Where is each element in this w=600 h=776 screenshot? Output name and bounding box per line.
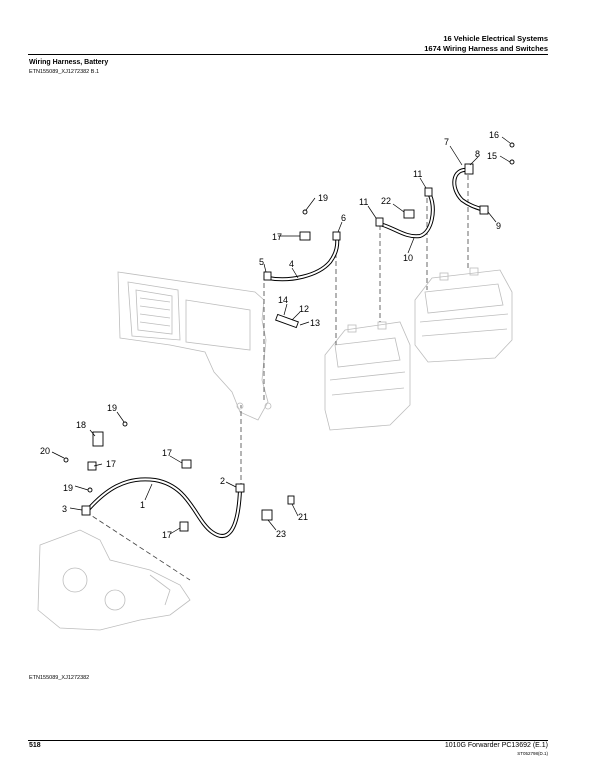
header-rule [28, 54, 548, 55]
callout-19-a: 19 [107, 403, 117, 413]
callout-11-b: 11 [413, 169, 422, 179]
engine-outline [37, 529, 191, 631]
battery-left-outline [324, 321, 411, 431]
callout-9: 9 [496, 221, 501, 231]
header-section: 1674 Wiring Harness and Switches [424, 44, 548, 53]
battery-right-outline [414, 267, 513, 363]
callout-10: 10 [403, 253, 413, 263]
section-title: Wiring Harness, Battery [29, 59, 109, 66]
callout-13: 13 [310, 318, 320, 328]
cable-ground [452, 167, 485, 212]
figure-reference: ETN155089_XJ1272382 [29, 675, 90, 681]
callout-6: 6 [341, 213, 346, 223]
footer-rule [28, 740, 548, 741]
callout-18: 18 [76, 420, 86, 430]
header-chapter: 16 Vehicle Electrical Systems [443, 34, 548, 43]
callout-11-a: 11 [359, 197, 368, 207]
callout-19-b: 19 [318, 193, 328, 203]
chassis-frame-outline [117, 271, 272, 421]
callout-20: 20 [40, 446, 50, 456]
callout-4: 4 [289, 259, 294, 269]
harness-battery-link [379, 194, 435, 239]
callout-12: 12 [299, 304, 309, 314]
callout-21: 21 [298, 512, 308, 522]
callout-17-a: 17 [272, 232, 282, 242]
callout-17-c: 17 [106, 459, 116, 469]
callout-17-b: 17 [162, 448, 172, 458]
callout-19-c: 19 [63, 483, 73, 493]
alignment-lines [85, 175, 469, 581]
callout-labels: 1 2 3 4 5 6 7 8 9 10 11 11 12 13 14 15 1… [40, 130, 501, 540]
callout-16: 16 [489, 130, 499, 140]
callout-5: 5 [259, 257, 264, 267]
section-reference: ETN155089_XJ1272382 B.1 [29, 69, 100, 75]
harness-upper [267, 237, 340, 282]
hardware-parts [63, 142, 515, 532]
callout-17-d: 17 [162, 530, 172, 540]
callout-22: 22 [381, 196, 391, 206]
callout-23: 23 [276, 529, 286, 539]
page-number: 518 [29, 742, 41, 749]
harness-main [84, 477, 242, 538]
callout-14: 14 [278, 295, 288, 305]
footer-document-id: 1010G Forwarder PC13692 (E.1) [444, 742, 548, 749]
footer-code: ST052798(D.1) [517, 751, 548, 756]
callout-8: 8 [475, 149, 480, 159]
callout-1: 1 [140, 500, 145, 510]
callout-15: 15 [487, 151, 497, 161]
leader-lines [51, 136, 511, 535]
callout-3: 3 [62, 504, 67, 514]
callout-2: 2 [220, 476, 225, 486]
callout-7: 7 [444, 137, 449, 147]
